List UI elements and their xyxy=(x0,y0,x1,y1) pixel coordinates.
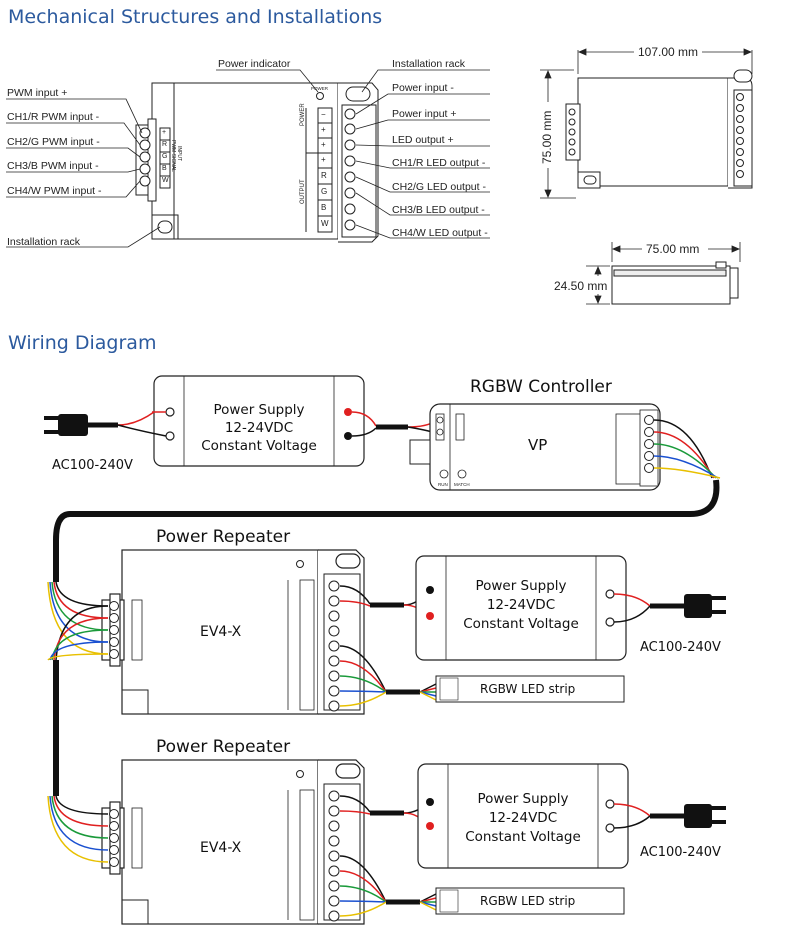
ps-middle-line2: 12-24VDC xyxy=(486,597,556,613)
terminal-sign: R xyxy=(321,171,327,180)
strip-2-label: RGBW LED strip xyxy=(480,894,576,908)
ps-middle-line1: Power Supply xyxy=(475,578,567,594)
terminal-sign: + xyxy=(321,125,326,134)
mechanical-title: Mechanical Structures and Installations xyxy=(8,6,383,28)
label-installation-rack-right: Installation rack xyxy=(392,58,465,70)
dim-depth: 24.50 mm xyxy=(554,279,608,293)
controller-output-wires xyxy=(653,419,721,479)
device-input-screws xyxy=(139,127,151,187)
controller-label: VP xyxy=(528,436,548,454)
top-view-screws xyxy=(568,93,744,178)
led-strip-1 xyxy=(435,675,625,703)
input-sign: + xyxy=(162,129,167,136)
plug-icon-top xyxy=(44,411,167,437)
ps-bottom-line2: 12-24VDC xyxy=(488,810,558,826)
terminal-sign: W xyxy=(321,219,329,228)
input-sign: W xyxy=(162,177,169,184)
ps-bottom xyxy=(417,763,629,869)
wiring-title: Wiring Diagram xyxy=(8,332,157,354)
repeater-2-title: Power Repeater xyxy=(156,737,291,757)
input-sign: G xyxy=(162,153,168,160)
device-output-screws xyxy=(344,108,356,231)
dim-height-side: 75.00 mm xyxy=(540,110,554,164)
label-ch2-led: CH2/G LED output - xyxy=(392,181,486,193)
repeater-1-input-wires xyxy=(47,581,109,661)
controller-title: RGBW Controller xyxy=(470,377,612,397)
strip-1-label: RGBW LED strip xyxy=(480,682,576,696)
label-ch1-pwm: CH1/R PWM input - xyxy=(7,111,100,123)
label-ch4-led: CH4/W LED output - xyxy=(392,227,488,239)
repeater-2-label: EV4-X xyxy=(200,840,242,856)
terminal-sign: G xyxy=(321,187,328,196)
terminal-sign: + xyxy=(321,140,326,149)
label-ch1-led: CH1/R LED output - xyxy=(392,157,486,169)
ps-top-line2: 12-24VDC xyxy=(224,420,294,436)
signal-text: PWM SIGNAL xyxy=(170,140,176,172)
right-leader-lines xyxy=(216,69,490,239)
ps-middle xyxy=(415,555,627,661)
ps-top xyxy=(153,375,365,467)
ps-top-line1: Power Supply xyxy=(213,402,305,418)
label-ch2-pwm: CH2/G PWM input - xyxy=(7,136,100,148)
plug-icon-middle xyxy=(613,593,726,623)
dim-width-top: 107.00 mm xyxy=(638,45,699,59)
label-led-output-plus: LED output + xyxy=(392,134,454,146)
repeater-1-screws xyxy=(109,580,340,712)
repeater-2-input-wires xyxy=(47,795,109,863)
indicator-text: POWER xyxy=(311,86,329,91)
repeater-1-title: Power Repeater xyxy=(156,527,291,547)
repeater-1-label: EV4-X xyxy=(200,624,242,640)
ac-label-middle: AC100-240V xyxy=(640,640,721,655)
left-leader-lines xyxy=(6,98,161,248)
label-power-indicator: Power indicator xyxy=(218,58,291,70)
controller-run: RUN xyxy=(438,482,448,487)
ps-bottom-line3: Constant Voltage xyxy=(465,829,581,845)
label-ch4-pwm: CH4/W PWM input - xyxy=(7,185,102,197)
ps-top-line3: Constant Voltage xyxy=(201,438,317,454)
led-strip-2 xyxy=(435,887,625,915)
power-text: POWER xyxy=(300,103,306,126)
dim-width-side: 75.00 mm xyxy=(646,242,700,256)
output-text: OUTPUT xyxy=(300,179,306,204)
plug-icon-bottom xyxy=(613,803,726,829)
ac-label-top: AC100-240V xyxy=(52,458,133,473)
terminal-sign: B xyxy=(321,203,327,212)
ac-label-bottom: AC100-240V xyxy=(640,845,721,860)
label-pwm-input-plus: PWM input + xyxy=(7,87,68,99)
dimension-lines xyxy=(540,48,753,305)
repeater-1 xyxy=(101,549,365,715)
controller-match: MATCH xyxy=(454,482,470,487)
input-text: INPUT xyxy=(176,146,182,161)
device-side-view xyxy=(611,261,739,305)
ps-bottom-line1: Power Supply xyxy=(477,791,569,807)
ps-middle-line3: Constant Voltage xyxy=(463,616,579,632)
controller-screws xyxy=(644,415,654,473)
label-power-input-plus: Power input + xyxy=(392,108,457,120)
terminal-sign: − xyxy=(321,110,326,119)
input-sign: B xyxy=(162,165,167,172)
input-sign: R xyxy=(162,141,168,148)
terminal-sign: + xyxy=(321,155,326,164)
repeater-2-screws xyxy=(109,790,340,922)
label-power-input-minus: Power input - xyxy=(392,82,454,94)
label-ch3-pwm: CH3/B PWM input - xyxy=(7,160,99,172)
label-installation-rack-left: Installation rack xyxy=(7,236,80,248)
label-ch3-led: CH3/B LED output - xyxy=(392,204,485,216)
device-top-dimension-view xyxy=(565,69,753,189)
